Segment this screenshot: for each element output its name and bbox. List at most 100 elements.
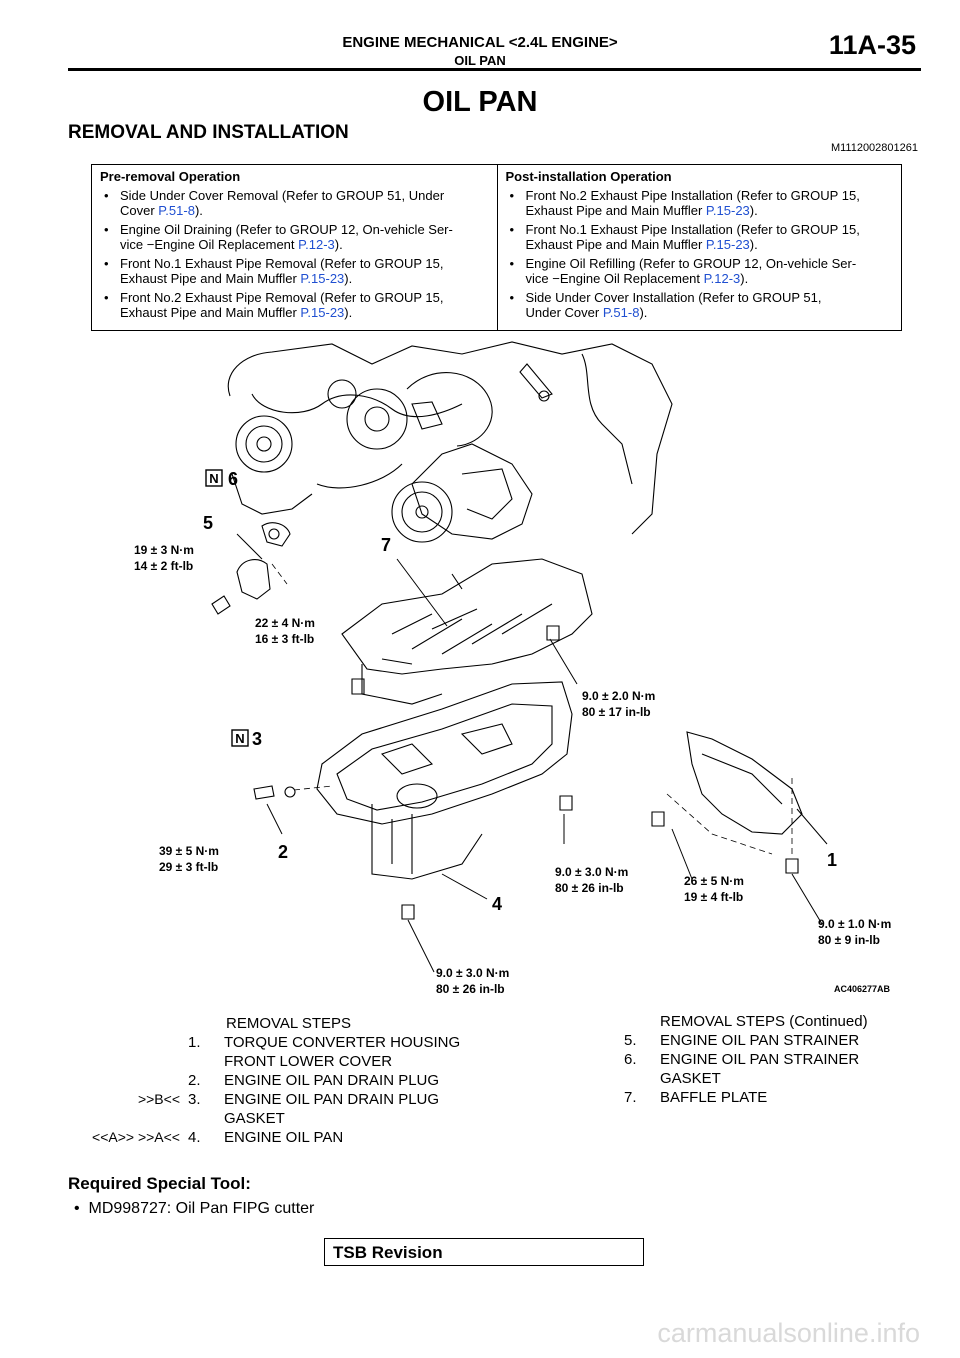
converter-cover-drawing: [686, 731, 803, 835]
operation-item: Front No.1 Exhaust Pipe Removal (Refer t…: [100, 256, 491, 287]
callout-7: 7: [381, 535, 391, 555]
watermark: carmanualsonline.info: [657, 1318, 920, 1348]
tsb-revision-box: TSB Revision: [324, 1238, 644, 1266]
page-reference-link[interactable]: P.15-23: [705, 237, 750, 252]
spacer: [0, 1014, 226, 1033]
page-reference-link[interactable]: P.15-23: [300, 271, 345, 286]
operation-text: Under Cover: [525, 305, 603, 320]
page-reference-link[interactable]: P.51-8: [602, 305, 640, 320]
callout-5: 5: [203, 513, 213, 533]
post-installation-heading: Post-installation Operation: [505, 169, 672, 184]
step-number: 1.: [188, 1034, 201, 1051]
operation-text-tail: ).: [740, 271, 749, 286]
operation-text: Front No.1 Exhaust Pipe Removal (Refer t…: [120, 255, 444, 271]
section-code: M1112002801261: [830, 142, 918, 154]
torque-7-imperial: 16 ± 3 ft-lb: [255, 632, 314, 646]
operation-text-tail: ).: [344, 305, 353, 320]
torque-1-imperial: 80 ± 9 in-lb: [818, 933, 880, 947]
step-number: 6.: [624, 1051, 637, 1068]
step-text: ENGINE OIL PAN: [224, 1128, 494, 1147]
callout-3: 3: [252, 729, 262, 749]
post-installation-list: Front No.2 Exhaust Pipe Installation (Re…: [506, 188, 896, 321]
operation-item: Engine Oil Draining (Refer to GROUP 12, …: [100, 222, 491, 253]
removal-steps-continued-heading: REMOVAL STEPS (Continued): [660, 1013, 868, 1030]
torque-labels: 19 ± 3 N·m 14 ± 2 ft-lb 22 ± 4 N·m 16 ± …: [134, 543, 891, 996]
page-reference-link[interactable]: P.51-8: [158, 203, 195, 218]
step-text-line: ENGINE OIL PAN DRAIN PLUG: [224, 1091, 440, 1108]
operation-text-tail: ).: [344, 271, 353, 286]
removal-step-row: 6. ENGINE OIL PAN STRAINER GASKET: [624, 1050, 930, 1088]
operation-item: Front No.2 Exhaust Pipe Removal (Refer t…: [100, 290, 491, 321]
operation-text: Exhaust Pipe and Main Muffler: [525, 237, 706, 252]
step-procedure-mark: [70, 1071, 188, 1090]
operation-text: Cover: [120, 203, 159, 218]
torque-baffle-metric: 9.0 ± 2.0 N·m: [582, 689, 655, 703]
oil-pan-exploded-diagram: N N 6 5 7 3 2 4 1 19 ± 3 N·m 14 ± 2 ft-l…: [134, 341, 891, 996]
operation-text: Side Under Cover Installation (Refer to …: [525, 289, 822, 305]
new-mark-label: N: [209, 471, 218, 486]
step-procedure-mark: >>B<<: [137, 1091, 180, 1107]
page-reference-link[interactable]: P.12-3: [703, 271, 741, 286]
engine-block-drawing: [227, 341, 673, 543]
step-number: 3.: [188, 1091, 201, 1108]
operation-text: Engine Oil Draining (Refer to GROUP 12, …: [120, 221, 453, 237]
operation-item: Front No.2 Exhaust Pipe Installation (Re…: [506, 188, 896, 219]
step-procedure-mark: <<A>> >>A<<: [92, 1129, 180, 1145]
removal-steps-continued: REMOVAL STEPS (Continued) 5.ENGINE OIL P…: [624, 1012, 930, 1107]
operation-text: vice −Engine Oil Replacement: [120, 237, 299, 252]
torque-1-metric: 9.0 ± 1.0 N·m: [818, 917, 891, 931]
operation-text: vice −Engine Oil Replacement: [525, 271, 704, 286]
step-number: 4.: [188, 1129, 201, 1146]
operation-text: Engine Oil Refilling (Refer to GROUP 12,…: [525, 255, 857, 271]
torque-pan-metric: 9.0 ± 3.0 N·m: [555, 865, 628, 879]
operation-text: Front No.2 Exhaust Pipe Removal (Refer t…: [120, 289, 444, 305]
header-title: ENGINE MECHANICAL <2.4L ENGINE>: [342, 34, 618, 51]
oil-pan-drawing: [316, 681, 573, 880]
post-installation-column: Post-installation Operation Front No.2 E…: [496, 165, 902, 330]
callout-6: 6: [228, 469, 238, 489]
operation-text: Front No.1 Exhaust Pipe Installation (Re…: [525, 221, 860, 237]
pre-removal-column: Pre-removal Operation Side Under Cover R…: [92, 165, 497, 330]
pre-removal-heading: Pre-removal Operation: [100, 169, 241, 184]
torque-5-metric: 19 ± 3 N·m: [134, 543, 194, 557]
step-text-line: GASKET: [660, 1070, 721, 1087]
new-mark-label: N: [235, 731, 244, 746]
operation-text: Front No.2 Exhaust Pipe Installation (Re…: [525, 187, 860, 203]
alignment-lines: [271, 563, 793, 855]
operation-item: Engine Oil Refilling (Refer to GROUP 12,…: [506, 256, 896, 287]
step-text-line: ENGINE OIL PAN DRAIN PLUG: [224, 1072, 440, 1089]
torque-cover-imperial: 19 ± 4 ft-lb: [684, 890, 743, 904]
step-text-line: ENGINE OIL PAN STRAINER: [660, 1032, 860, 1049]
torque-baffle-imperial: 80 ± 17 in-lb: [582, 705, 651, 719]
new-part-mark-3: N: [231, 729, 249, 747]
torque-bottom-metric: 9.0 ± 3.0 N·m: [436, 966, 509, 980]
torque-2-metric: 39 ± 5 N·m: [159, 844, 219, 858]
page-reference-link[interactable]: P.12-3: [298, 237, 335, 252]
operation-item: Front No.1 Exhaust Pipe Installation (Re…: [506, 222, 896, 253]
required-tool-heading: Required Special Tool:: [68, 1174, 251, 1193]
page-number: 11A-35: [828, 30, 916, 60]
step-text-line: ENGINE OIL PAN STRAINER: [660, 1051, 860, 1068]
torque-pan-imperial: 80 ± 26 in-lb: [555, 881, 624, 895]
torque-5-imperial: 14 ± 2 ft-lb: [134, 559, 193, 573]
removal-step-row: 7.BAFFLE PLATE: [624, 1088, 930, 1107]
operation-item: Side Under Cover Removal (Refer to GROUP…: [100, 188, 491, 219]
operation-text: Exhaust Pipe and Main Muffler: [120, 271, 301, 286]
removal-step-row: >>B<< 3. ENGINE OIL PAN DRAIN PLUG GASKET: [70, 1090, 494, 1128]
pre-removal-list: Side Under Cover Removal (Refer to GROUP…: [100, 188, 491, 321]
step-number: 7.: [624, 1089, 637, 1106]
step-text: ENGINE OIL PAN DRAIN PLUG: [224, 1071, 494, 1090]
step-text-line: GASKET: [224, 1110, 285, 1127]
step-text: ENGINE OIL PAN DRAIN PLUG GASKET: [224, 1090, 494, 1128]
operation-text-tail: ).: [639, 305, 648, 320]
strainer-drawing: [236, 522, 291, 600]
section-title: REMOVAL AND INSTALLATION: [68, 122, 349, 143]
page-reference-link[interactable]: P.15-23: [300, 305, 345, 320]
page-reference-link[interactable]: P.15-23: [705, 203, 750, 218]
figure-code: AC406277AB: [834, 984, 891, 994]
operation-text: Exhaust Pipe and Main Muffler: [525, 203, 706, 218]
operation-text-tail: ).: [334, 237, 343, 252]
step-text: ENGINE OIL PAN STRAINER: [660, 1031, 930, 1050]
